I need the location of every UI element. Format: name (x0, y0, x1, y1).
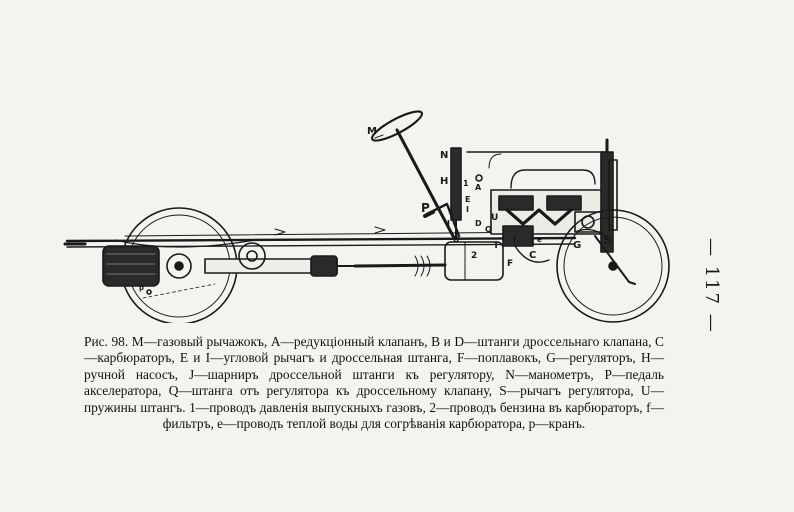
label-two: 2 (471, 251, 477, 261)
steering (370, 110, 455, 238)
dashboard (450, 147, 483, 239)
label-F: F (507, 259, 513, 269)
chassis-diagram: M N H A 1 E I P J D B U Q T 2 F C e f G … (63, 110, 670, 323)
gearbox (444, 241, 504, 281)
label-C: C (529, 250, 536, 261)
label-N: N (440, 150, 448, 161)
engine (490, 189, 608, 263)
label-J: J (446, 219, 450, 228)
label-f: f (513, 236, 517, 244)
fuel-tank (102, 245, 160, 295)
page-number: — 117 — (701, 238, 722, 334)
label-one: 1 (463, 179, 469, 188)
chassis-frame (63, 226, 577, 248)
label-D: D (475, 219, 482, 228)
label-H: H (440, 176, 448, 187)
figure-caption: Рис. 98. M—газовый рычажокъ, A—редукціон… (84, 334, 664, 432)
label-A: A (475, 183, 482, 192)
label-S: S (603, 233, 612, 247)
rear-spring (114, 239, 256, 248)
drive-shaft (204, 242, 447, 277)
label-E: E (465, 195, 470, 204)
label-p: p (139, 284, 144, 292)
label-I: I (466, 205, 469, 214)
label-M: M (367, 126, 377, 137)
engine-hood (466, 151, 612, 189)
label-P: P (421, 201, 430, 215)
label-G: G (573, 240, 581, 251)
accelerator-pedal (423, 202, 461, 238)
label-T: T (493, 241, 500, 251)
radiator (600, 138, 618, 253)
label-Q: Q (485, 225, 492, 234)
label-e: e (537, 236, 542, 244)
governor-lever (574, 229, 636, 285)
label-B: B (453, 235, 459, 244)
label-U: U (491, 213, 498, 223)
